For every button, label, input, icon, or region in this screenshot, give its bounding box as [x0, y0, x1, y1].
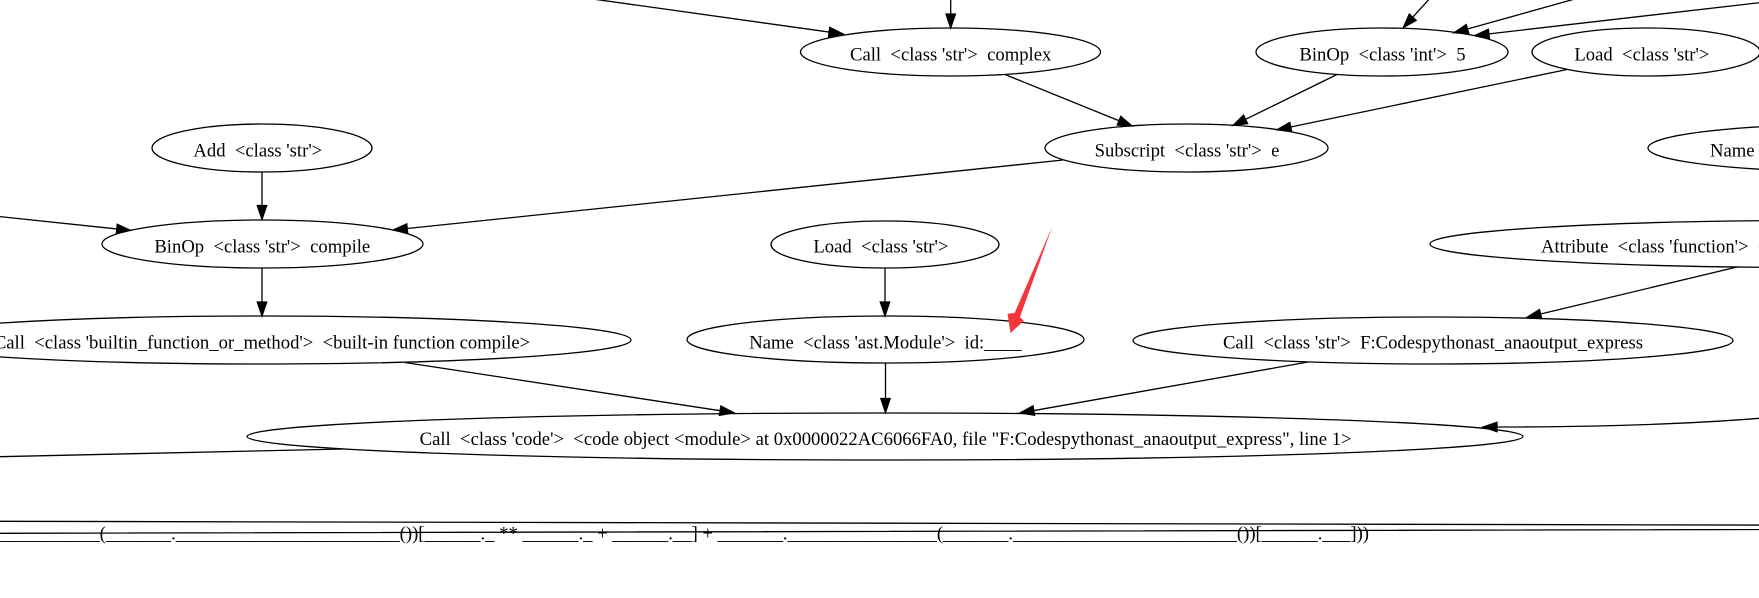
node-binop-compile-ellipse: [101, 219, 424, 269]
edge-arrowhead: [879, 397, 892, 415]
node-binop-compile: BinOp <class 'str'> compile: [101, 219, 424, 269]
node-load-mid-ellipse: [770, 220, 1000, 269]
edge-arrowhead: [256, 301, 268, 319]
node-name-module-label: Name <class 'ast.Module'> id:____: [749, 333, 1022, 354]
edge-arrowhead: [1231, 114, 1249, 127]
node-call-code: Call <class 'code'> <code object <module…: [246, 412, 1524, 461]
edge-line: [0, 215, 117, 230]
edge-off-canvas-to-call-complex: [595, 0, 846, 38]
node-add-ellipse: [151, 123, 373, 173]
node-call-builtin-compile-ellipse: [0, 315, 632, 365]
node-call-str-path-label: Call <class 'str'> F:Codespythonast_anao…: [1223, 333, 1643, 354]
edge-arrowhead: [879, 301, 891, 319]
edge-arrowhead: [827, 26, 846, 38]
node-name-right-label: Name: [1710, 141, 1755, 162]
edge-line: [1290, 68, 1568, 128]
edge-add-to-binop-compile: [256, 172, 268, 222]
node-source-expression-label: ___________(_______.____________________…: [0, 524, 1369, 545]
edge-off-canvas-to-binop-int-5: [1401, 0, 1430, 30]
node-subscript-e: Subscript <class 'str'> e: [1044, 123, 1329, 173]
edge-attribute-function-to-call-str-path: [1525, 266, 1738, 320]
red-arrow-annotation: [1007, 226, 1053, 333]
node-call-complex-label: Call <class 'str'> complex: [850, 44, 1052, 65]
edge-arrowhead: [945, 13, 957, 31]
edge-arrowhead: [1401, 12, 1418, 30]
edge-arrowhead: [256, 204, 268, 222]
edge-line: [1488, 2, 1759, 35]
edge-line: [1245, 73, 1338, 120]
node-name-module: Name <class 'ast.Module'> id:____: [686, 315, 1085, 364]
node-call-code-ellipse: [246, 412, 1524, 461]
edge-line: [407, 159, 1064, 230]
edge-load-mid-to-name-module: [879, 268, 891, 319]
node-call-complex: Call <class 'str'> complex: [799, 27, 1102, 77]
node-add: Add <class 'str'>: [151, 123, 373, 173]
edge-name-module-to-call-code: [879, 363, 892, 415]
node-load-top: Load <class 'str'>: [1531, 27, 1759, 77]
node-binop-int-5-ellipse: [1255, 27, 1509, 77]
edge-line: [1033, 361, 1309, 412]
node-call-str-path-ellipse: [1132, 316, 1734, 365]
node-call-builtin-compile: Call <class 'builtin_function_or_method'…: [0, 315, 632, 365]
edge-line: [0, 448, 344, 458]
edge-call-complex-to-subscript-e: [1004, 73, 1134, 127]
edge-line: [1467, 0, 1574, 30]
node-subscript-e-label: Subscript <class 'str'> e: [1095, 141, 1280, 162]
node-name-right: Name: [1647, 126, 1759, 170]
edge-line: [1540, 266, 1738, 315]
node-call-code-label: Call <class 'code'> <code object <module…: [420, 429, 1352, 450]
edge-line: [595, 0, 830, 33]
edge-line: [404, 361, 721, 412]
edge-line: [1004, 73, 1120, 122]
node-binop-compile-label: BinOp <class 'str'> compile: [154, 237, 370, 258]
node-call-builtin-compile-label: Call <class 'builtin_function_or_method'…: [0, 333, 530, 354]
node-attribute-function-label: Attribute <class 'function'> <: [1541, 237, 1759, 258]
edge-arrowhead: [1116, 115, 1134, 127]
node-name-right-ellipse: [1647, 126, 1759, 170]
node-subscript-e-ellipse: [1044, 123, 1329, 173]
node-load-top-label: Load <class 'str'>: [1574, 44, 1709, 65]
node-load-mid-label: Load <class 'str'>: [813, 237, 948, 258]
node-name-module-ellipse: [686, 315, 1085, 364]
node-call-str-path: Call <class 'str'> F:Codespythonast_anao…: [1132, 316, 1734, 365]
edge-off-canvas-to-call-complex: [945, 0, 957, 31]
node-load-top-ellipse: [1531, 27, 1759, 77]
node-source-expression: ___________(_______.____________________…: [0, 510, 1759, 545]
edge-line: [1496, 417, 1759, 428]
node-layer: Call <class 'str'> complex BinOp <class …: [0, 27, 1759, 545]
edge-call-code-to-off-canvas: [0, 448, 344, 458]
node-binop-int-5-label: BinOp <class 'int'> 5: [1299, 44, 1465, 65]
node-call-complex-ellipse: [799, 27, 1102, 77]
edge-binop-compile-to-call-builtin-compile: [256, 268, 268, 319]
edge-line: [1412, 0, 1430, 18]
node-load-mid: Load <class 'str'>: [770, 220, 1000, 269]
node-attribute-function: Attribute <class 'function'> <: [1429, 220, 1759, 268]
node-attribute-function-ellipse: [1429, 220, 1759, 268]
edge-binop-int-5-to-subscript-e: [1231, 73, 1338, 127]
node-add-label: Add <class 'str'>: [193, 141, 322, 162]
node-binop-int-5: BinOp <class 'int'> 5: [1255, 27, 1509, 77]
